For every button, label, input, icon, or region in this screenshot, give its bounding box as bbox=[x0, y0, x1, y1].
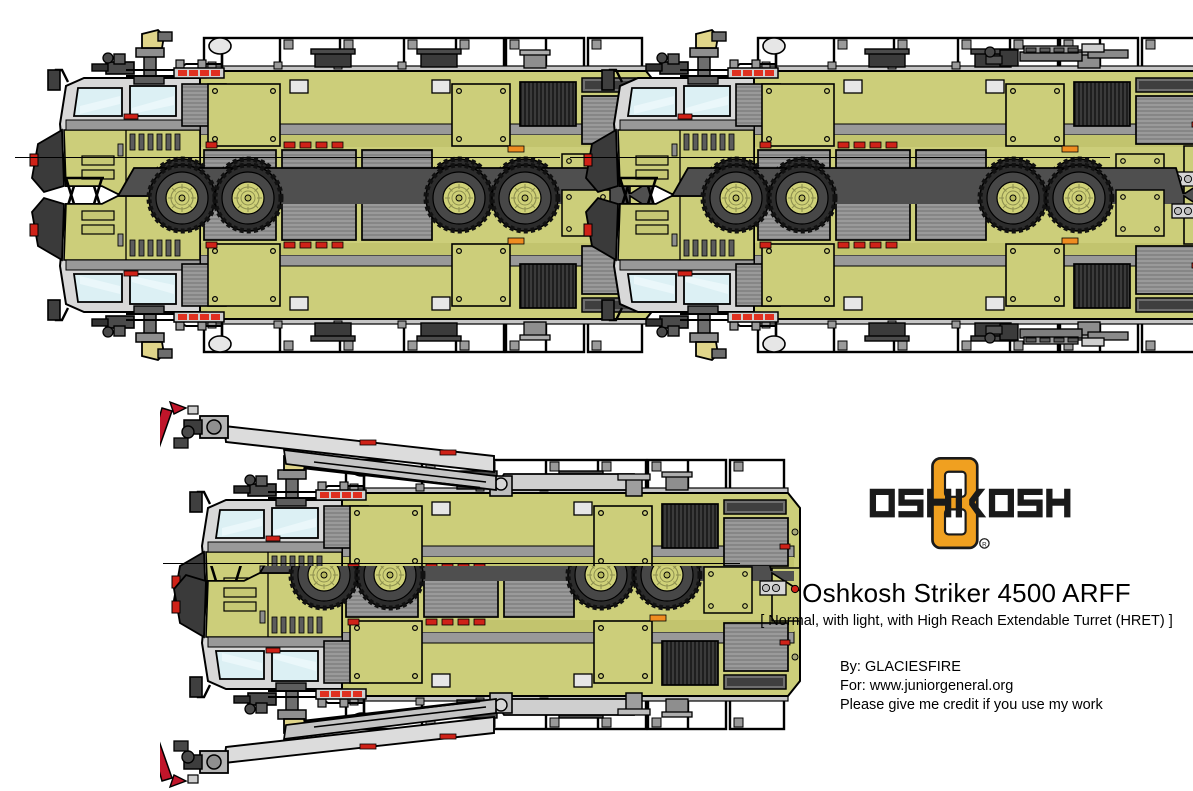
oshkosh-logo-icon bbox=[868, 456, 1072, 550]
divider-line-left bbox=[15, 157, 560, 158]
truck-view-hret-bottom bbox=[160, 566, 840, 791]
oshkosh-logo bbox=[859, 450, 1074, 558]
page-subtitle: [ Normal, with light, with High Reach Ex… bbox=[760, 613, 1173, 630]
credit-site: For: www.juniorgeneral.org bbox=[840, 678, 1014, 694]
truck-hret-side-mirrored-svg bbox=[160, 566, 840, 791]
credit-notice: Please give me credit if you use my work bbox=[840, 697, 1103, 713]
divider-line-hret bbox=[163, 563, 740, 564]
branding-block: Oshkosh Striker 4500 ARFF [ Normal, with… bbox=[740, 450, 1193, 630]
divider-line-right bbox=[570, 157, 1110, 158]
page-title: Oshkosh Striker 4500 ARFF bbox=[802, 578, 1131, 608]
truck-light-side-mirrored-svg bbox=[572, 163, 1193, 368]
credits-block: By: GLACIESFIRE For: www.juniorgeneral.o… bbox=[840, 658, 1103, 715]
credit-author: By: GLACIESFIRE bbox=[840, 659, 961, 675]
truck-view-light-bottom bbox=[572, 163, 1193, 368]
